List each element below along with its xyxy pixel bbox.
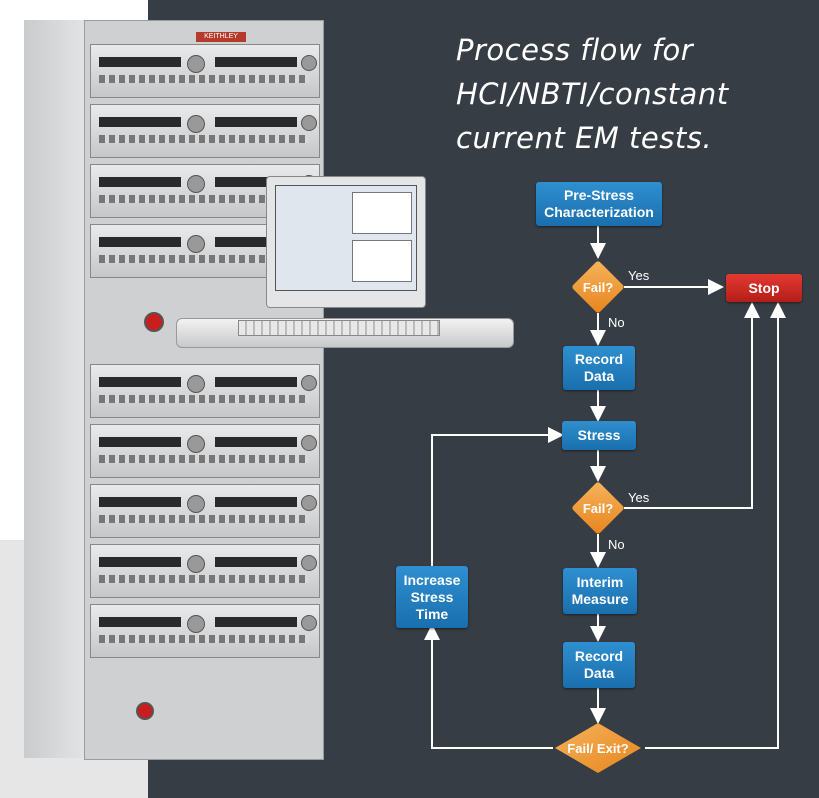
instrument-unit <box>90 104 320 158</box>
rack-side-panel <box>24 20 84 758</box>
edge-increase-stress <box>431 427 564 566</box>
edge-failexit-increase <box>424 624 553 749</box>
title-line-1: Process flow for <box>456 33 694 67</box>
node-stop: Stop <box>726 274 802 302</box>
screen-graph-icon <box>352 192 412 234</box>
keyboard-icon <box>238 320 440 336</box>
figure-title: Process flow for HCI/NBTI/constant curre… <box>456 28 796 160</box>
instrument-unit <box>90 364 320 418</box>
node-fail-decision-2: Fail? <box>571 481 625 535</box>
instrument-unit <box>90 484 320 538</box>
monitor-icon <box>266 176 426 308</box>
fail-exit-diamond-shape <box>555 723 641 773</box>
node-record-data-1: Record Data <box>563 346 635 390</box>
instrument-unit <box>90 424 320 478</box>
title-line-2: HCI/NBTI/constant <box>456 77 729 111</box>
edge-label-no-2: No <box>608 537 625 552</box>
title-line-3: current EM tests. <box>456 121 713 155</box>
monitor-screen <box>275 185 417 291</box>
node-fail-exit-label: Fail/ Exit? <box>567 740 629 756</box>
screen-graph-icon <box>352 240 412 282</box>
emergency-stop-icon <box>144 312 164 332</box>
instrument-unit <box>90 544 320 598</box>
rack-brand-label: KEITHLEY <box>196 32 246 42</box>
node-fail-decision-2-label: Fail? <box>582 500 614 516</box>
edge-label-yes-1: Yes <box>628 268 650 283</box>
node-interim-measure: Interim Measure <box>563 568 637 614</box>
test-rack-illustration: KEITHLEY <box>24 20 324 760</box>
edge-label-yes-2: Yes <box>628 490 650 505</box>
node-fail-decision-1-label: Fail? <box>582 279 614 295</box>
edge-failexit-stop <box>645 302 786 749</box>
node-increase-stress-time: Increase Stress Time <box>396 566 468 628</box>
edge-label-no-1: No <box>608 315 625 330</box>
node-fail-exit-decision: Fail/ Exit? <box>553 721 643 775</box>
edge-fail2-stop <box>624 302 760 509</box>
power-switch-icon <box>136 702 154 720</box>
node-stress: Stress <box>562 421 636 450</box>
instrument-unit <box>90 604 320 658</box>
instrument-unit <box>90 44 320 98</box>
node-pre-stress-characterization: Pre-Stress Characterization <box>536 182 662 226</box>
node-record-data-2: Record Data <box>563 642 635 688</box>
node-fail-decision-1: Fail? <box>571 260 625 314</box>
